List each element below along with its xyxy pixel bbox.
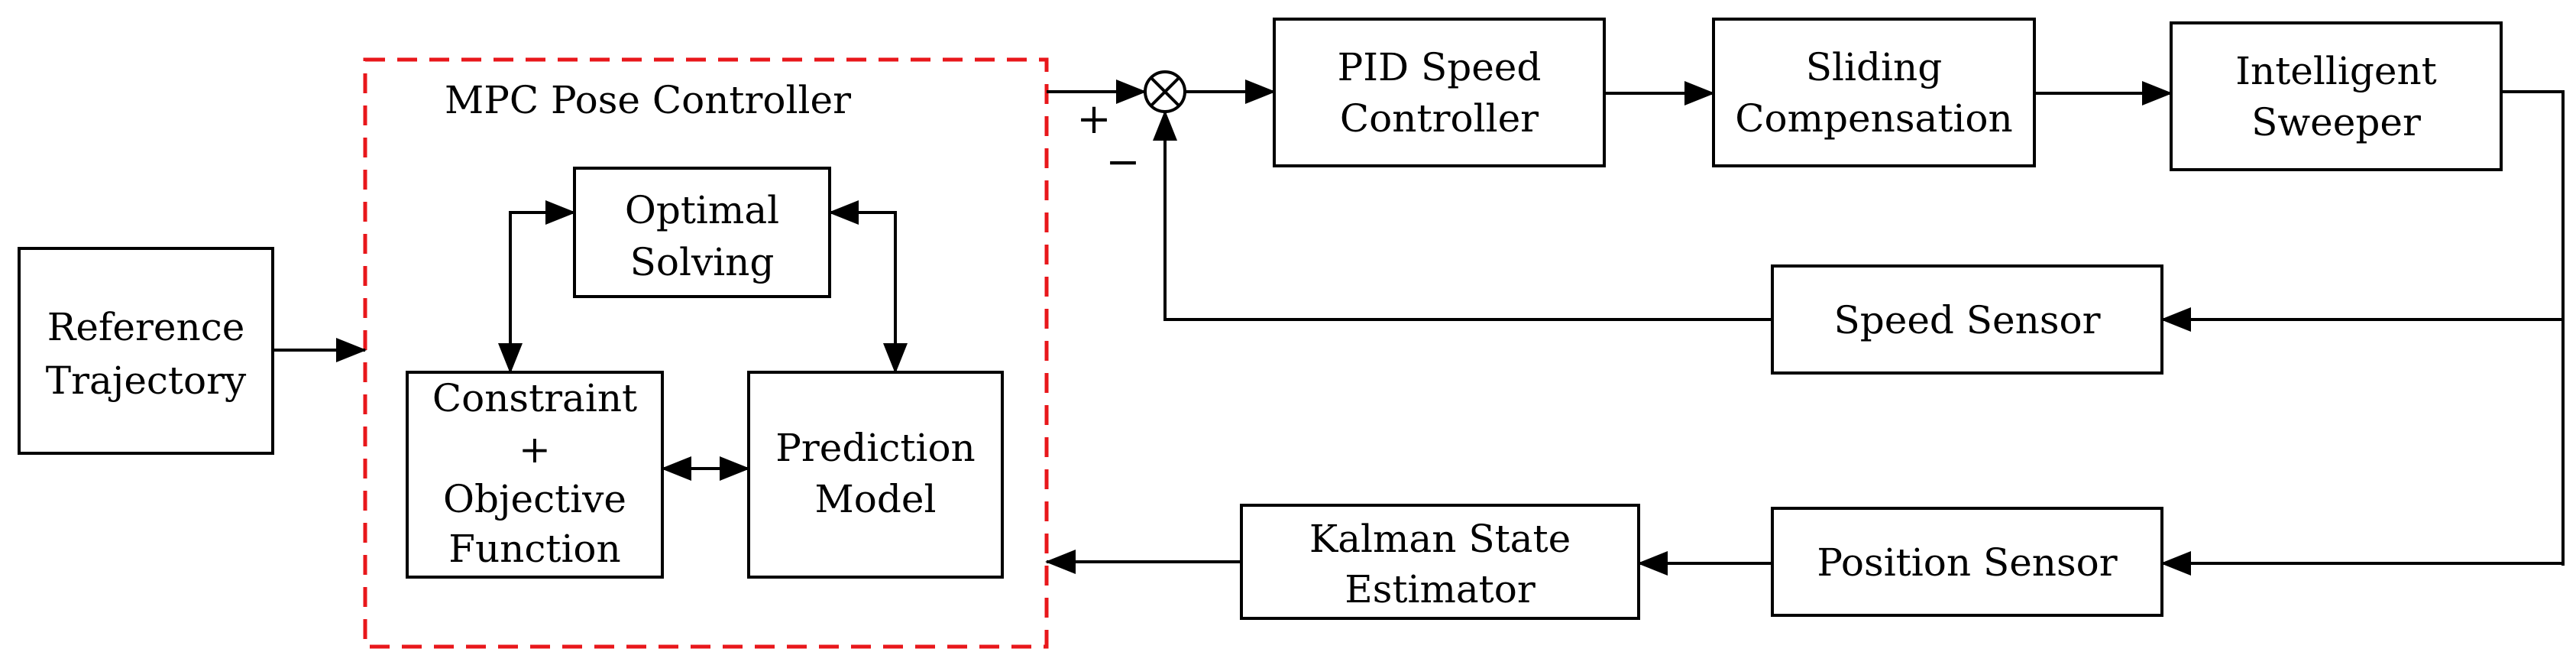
- svg-text:Solving: Solving: [630, 240, 775, 284]
- svg-text:Controller: Controller: [1340, 96, 1539, 141]
- intelligent-sweeper-block: Intelligent Sweeper: [2170, 21, 2503, 171]
- svg-text:Objective: Objective: [443, 477, 626, 521]
- position-sensor-block: Position Sensor: [1771, 507, 2163, 617]
- svg-text:Sliding: Sliding: [1806, 45, 1942, 89]
- svg-text:Model: Model: [815, 477, 937, 521]
- constraint-objective-block: Constraint + Objective Function: [406, 371, 664, 579]
- mpc-pose-controller-title: MPC Pose Controller: [445, 78, 851, 122]
- arrow-optimal-prediction: [828, 200, 908, 374]
- svg-text:Function: Function: [448, 527, 621, 571]
- pid-speed-controller-block: PID Speed Controller: [1273, 18, 1606, 167]
- svg-text:Intelligent: Intelligent: [2235, 49, 2437, 93]
- svg-text:Compensation: Compensation: [1735, 96, 2012, 141]
- svg-text:Position Sensor: Position Sensor: [1817, 540, 2117, 585]
- svg-text:Constraint: Constraint: [432, 376, 637, 420]
- sum-junction-icon: [1144, 70, 1186, 113]
- arrow-optimal-constraint: [498, 200, 576, 374]
- arrow-speed-feedback: [1153, 110, 1772, 321]
- sweeper-output-line: [2501, 90, 2565, 566]
- prediction-model-block: Prediction Model: [747, 371, 1004, 579]
- svg-text:Optimal: Optimal: [625, 188, 779, 232]
- svg-text:Estimator: Estimator: [1345, 567, 1536, 611]
- svg-text:+: +: [519, 427, 551, 472]
- mpc-boundary: [363, 57, 1049, 649]
- kalman-state-estimator-block: Kalman State Estimator: [1240, 504, 1640, 620]
- reference-trajectory-block: Reference Trajectory: [18, 247, 274, 455]
- speed-sensor-block: Speed Sensor: [1771, 264, 2163, 375]
- plus-sign: +: [1076, 95, 1111, 143]
- optimal-solving-block: Optimal Solving: [573, 167, 831, 298]
- svg-text:Kalman State: Kalman State: [1309, 517, 1571, 561]
- svg-text:Reference: Reference: [47, 305, 245, 349]
- svg-text:Speed Sensor: Speed Sensor: [1833, 298, 2100, 342]
- svg-text:Sweeper: Sweeper: [2251, 100, 2421, 144]
- svg-text:PID Speed: PID Speed: [1338, 45, 1542, 89]
- svg-text:Trajectory: Trajectory: [46, 358, 247, 403]
- sliding-compensation-block: Sliding Compensation: [1712, 18, 2036, 167]
- minus-sign: −: [1105, 138, 1140, 186]
- svg-text:Prediction: Prediction: [775, 426, 976, 470]
